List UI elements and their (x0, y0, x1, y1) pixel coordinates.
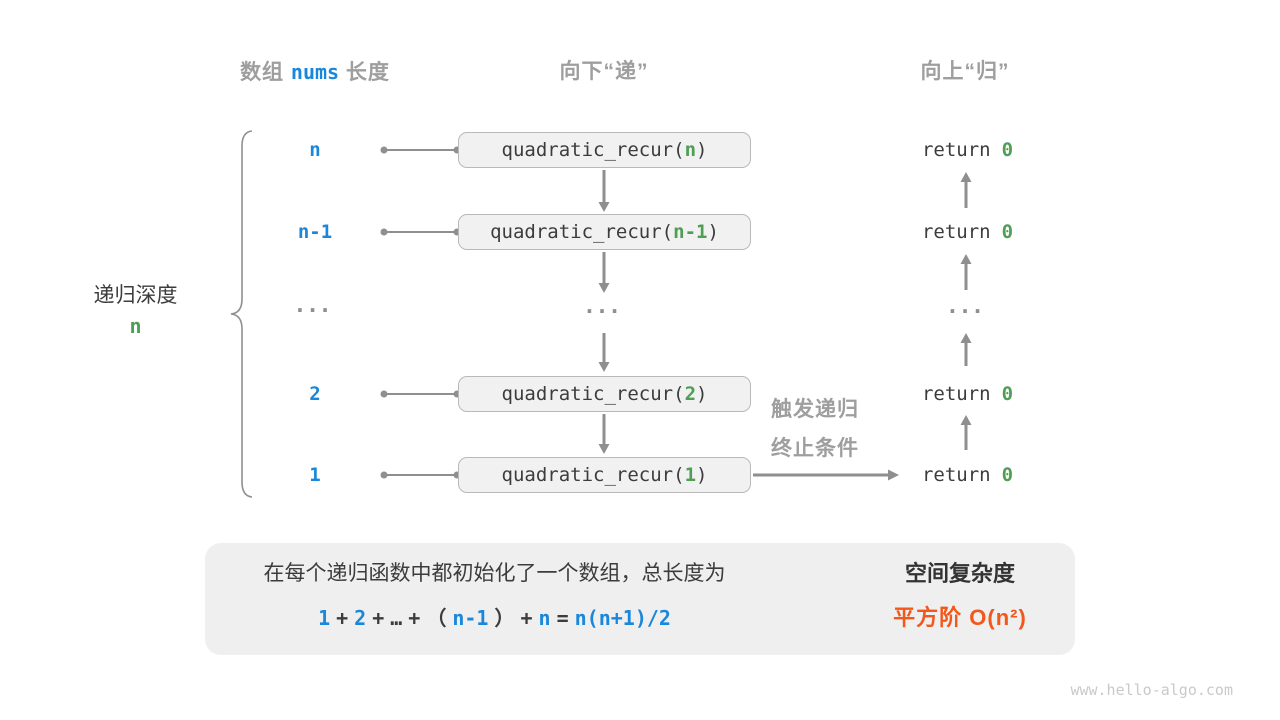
formula-token: n (538, 606, 551, 630)
return-keyword: return (921, 221, 991, 243)
return-value: 0 (1001, 383, 1014, 405)
return-keyword: return (921, 464, 991, 486)
depth-label-2: 2 (309, 383, 321, 405)
recursion-depth-label: 递归深度 n (53, 281, 218, 341)
return-value: 0 (1001, 139, 1014, 161)
base-case-line1: 触发递归 (771, 398, 859, 421)
up-arrow-1 (960, 172, 972, 208)
base-case-note: 触发递归 终止条件 (740, 390, 890, 468)
formula-token: （ (426, 606, 447, 630)
down-arrow-3 (598, 333, 610, 372)
return-statement-n: return 0 (895, 136, 1040, 164)
formula-token: + (408, 606, 421, 630)
header-array-length: 数组 nums 长度 (200, 58, 430, 86)
base-case-line2: 终止条件 (771, 437, 859, 460)
call-box-n: quadratic_recur(n) (458, 132, 751, 168)
summary-panel (205, 543, 1075, 655)
formula-token: 1 (318, 606, 331, 630)
space-complexity-title: 空间复杂度 (904, 561, 1015, 586)
depth-label-n: n (309, 139, 321, 161)
call-box-n1: quadratic_recur(n-1) (458, 214, 751, 250)
formula-token: = (556, 606, 569, 630)
call-text-suffix: ) (696, 139, 708, 161)
call-text-prefix: quadratic_recur( (490, 221, 674, 243)
depth-label-1: 1 (309, 464, 321, 486)
summary-text: 在每个递归函数中都初始化了一个数组，总长度为 (263, 562, 726, 585)
call-text-suffix: ) (696, 383, 708, 405)
call-arg: n-1 (673, 221, 708, 243)
depth-label-n1: n-1 (297, 221, 333, 243)
header-array-length-prefix: 数组 (240, 61, 285, 84)
return-value: 0 (1001, 464, 1014, 486)
space-complexity-value: 平方阶 O(n²) (893, 605, 1027, 630)
site-watermark: www.hello-algo.com (1070, 681, 1233, 699)
call-arg: 1 (684, 464, 697, 486)
connector-row-n (380, 146, 461, 154)
call-text-prefix: quadratic_recur( (501, 139, 685, 161)
header-return-up: 向上“归” (920, 60, 1010, 83)
return-statement-n1: return 0 (895, 218, 1040, 246)
connector-row-1 (380, 471, 461, 479)
return-statement-2: return 0 (895, 380, 1040, 408)
formula-token: … (390, 606, 403, 630)
down-arrow-2 (598, 252, 610, 293)
up-arrow-4 (960, 415, 972, 450)
header-recurse-down: 向下“递” (559, 60, 649, 83)
formula-token: + (520, 606, 533, 630)
return-keyword: return (921, 139, 991, 161)
header-array-length-suffix: 长度 (345, 61, 390, 84)
call-arg: 2 (684, 383, 697, 405)
formula-token: n(n+1)/2 (574, 606, 671, 630)
formula-token: n-1 (452, 606, 489, 630)
base-case-arrow (753, 469, 899, 481)
connector-row-n1 (380, 228, 461, 236)
connector-row-2 (380, 390, 461, 398)
call-text-suffix: ) (707, 221, 719, 243)
recursion-depth-text: 递归深度 (93, 284, 178, 307)
formula-token: + (336, 606, 349, 630)
down-arrow-1 (598, 170, 610, 212)
formula-token: + (372, 606, 385, 630)
depth-brace (230, 130, 253, 498)
ellipsis-calls: ··· (585, 299, 624, 323)
call-text-suffix: ) (696, 464, 708, 486)
return-keyword: return (921, 383, 991, 405)
ellipsis-returns: ··· (948, 299, 987, 323)
call-box-1: quadratic_recur(1) (458, 457, 751, 493)
call-text-prefix: quadratic_recur( (501, 383, 685, 405)
return-value: 0 (1001, 221, 1014, 243)
call-text-prefix: quadratic_recur( (501, 464, 685, 486)
up-arrow-3 (960, 333, 972, 366)
call-box-2: quadratic_recur(2) (458, 376, 751, 412)
recursion-depth-value: n (129, 314, 142, 338)
call-arg: n (684, 139, 697, 161)
return-statement-1: return 0 (895, 461, 1040, 489)
down-arrow-4 (598, 414, 610, 454)
ellipsis-depth: ··· (296, 298, 334, 322)
up-arrow-2 (960, 254, 972, 290)
formula-token: ） (494, 606, 515, 630)
formula: 1+2+…+（n-1）+n=n(n+1)/2 (222, 604, 767, 632)
formula-token: 2 (354, 606, 367, 630)
header-nums-code: nums (290, 60, 340, 84)
